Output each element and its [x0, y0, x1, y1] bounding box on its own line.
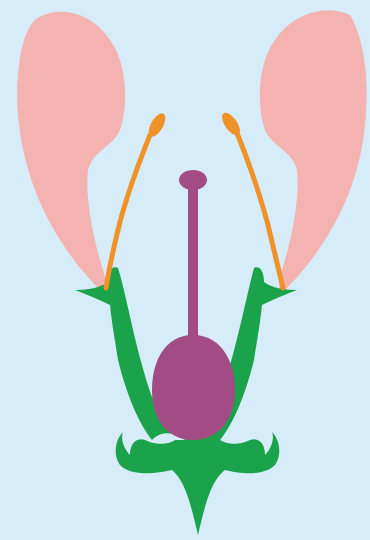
- pistil-stigma: [179, 170, 207, 190]
- right-stamen-filament: [235, 128, 283, 288]
- left-petal: [17, 12, 125, 291]
- pistil-ovary: [152, 335, 235, 440]
- pistil-style: [188, 188, 198, 348]
- left-stamen-filament: [106, 135, 150, 288]
